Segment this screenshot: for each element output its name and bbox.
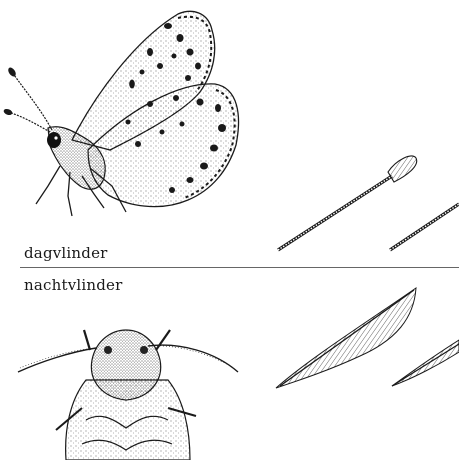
- threadlike-antenna-2: [390, 204, 459, 250]
- moth-head: [91, 330, 160, 400]
- moth-illustration: [18, 330, 238, 460]
- clubbed-antenna-1: [278, 156, 417, 250]
- label-dagvlinder: dagvlinder: [24, 244, 108, 262]
- divider-line: [20, 267, 459, 268]
- feathered-antenna-2: [392, 340, 459, 386]
- butterfly-illustration: [3, 11, 239, 216]
- butterfly-eye: [47, 132, 61, 148]
- label-nachtvlinder: nachtvlinder: [24, 276, 122, 294]
- feathered-antenna-1: [276, 288, 416, 388]
